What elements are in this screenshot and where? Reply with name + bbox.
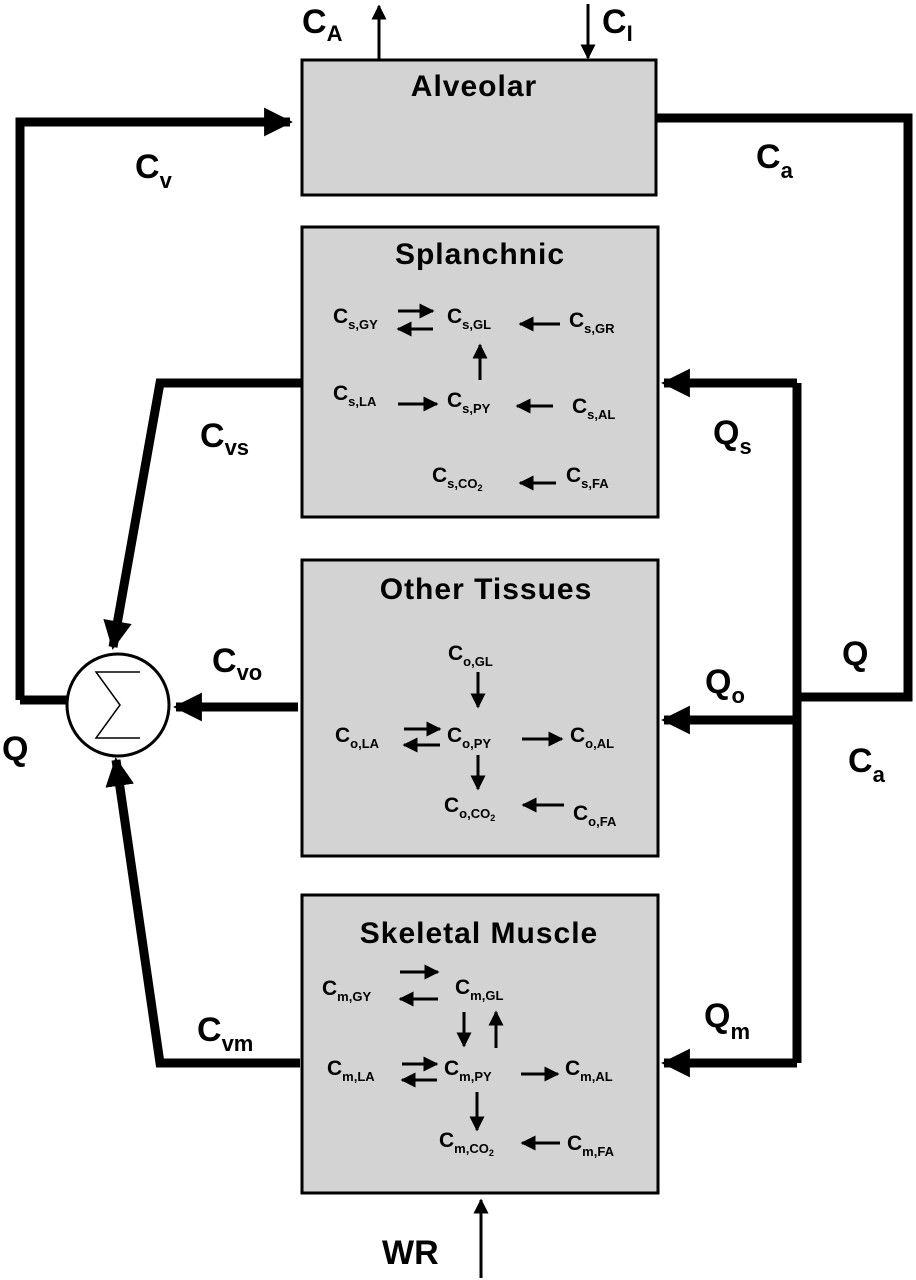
arterial-line	[655, 113, 913, 702]
species-s-al: Cs,AL	[572, 395, 615, 422]
species-o-al: Co,AL	[570, 724, 614, 751]
species-m-al: Cm,AL	[565, 1057, 613, 1084]
label-c-vm: Cvm	[197, 1011, 253, 1056]
other-tissues-title: Other Tissues	[380, 573, 593, 606]
species-m-gy: Cm,GY	[322, 977, 371, 1004]
label-work-rate: WR	[382, 1234, 439, 1272]
species-s-gl: Cs,GL	[447, 305, 491, 332]
summation-sigma-icon	[94, 671, 140, 739]
species-s-la: Cs,LA	[333, 382, 377, 409]
label-q-s: Qs	[713, 414, 752, 459]
skeletal-muscle-title: Skeletal Muscle	[360, 917, 598, 950]
species-s-py: Cs,PY	[447, 389, 491, 416]
skeletal-muscle-compartment: Skeletal Muscle Cm,GY Cm,GL Cm,LA Cm,PY …	[300, 893, 660, 1195]
splanchnic-reaction-arrows	[396, 303, 560, 491]
venous-return-line	[15, 107, 293, 700]
label-q-total-left: Q	[2, 730, 28, 768]
muscle-venous-line	[105, 757, 300, 1068]
label-c-arterial-top: Ca	[756, 138, 794, 183]
other-tissues-compartment: Other Tissues Co,GL Co,LA Co,PY Co,AL Co…	[300, 558, 660, 858]
circulation-wires	[15, 107, 913, 1078]
species-s-gy: Cs,GY	[333, 305, 378, 332]
other-tissues-reaction-arrows	[402, 672, 564, 813]
species-m-co2: Cm,CO2	[439, 1129, 494, 1158]
label-c-arterial-bottom: Ca	[848, 742, 886, 787]
species-s-co2: Cs,CO2	[432, 464, 483, 493]
skeletal-muscle-reaction-arrows	[398, 964, 560, 1151]
label-q-total-right: Q	[842, 635, 868, 673]
label-c-inspired: CI	[602, 3, 633, 46]
label-q-m: Qm	[704, 997, 750, 1044]
species-s-fa: Cs,FA	[566, 464, 609, 491]
alveolar-title: Alveolar	[411, 70, 537, 103]
species-o-gl: Co,GL	[448, 642, 493, 669]
mixing-node	[65, 652, 171, 758]
label-c-vo: Cvo	[212, 642, 262, 685]
species-o-la: Co,LA	[335, 724, 380, 751]
species-m-gl: Cm,GL	[455, 976, 503, 1003]
label-q-o: Qo	[705, 663, 745, 708]
label-c-alveolar: CA	[302, 3, 343, 46]
splanchnic-title: Splanchnic	[395, 238, 565, 271]
label-c-venous: Cv	[135, 148, 173, 193]
splanchnic-compartment: Splanchnic Cs,GY Cs,GL Cs,GR Cs,LA Cs,PY…	[300, 225, 660, 519]
species-s-gr: Cs,GR	[569, 309, 615, 336]
species-o-fa: Co,FA	[573, 802, 617, 829]
splanchnic-venous-line	[103, 378, 302, 650]
species-m-la: Cm,LA	[327, 1057, 375, 1084]
species-m-fa: Cm,FA	[567, 1132, 615, 1159]
alveolar-compartment: Alveolar	[300, 58, 658, 197]
species-o-py: Co,PY	[447, 724, 491, 751]
species-o-co2: Co,CO2	[444, 794, 495, 823]
species-m-py: Cm,PY	[444, 1057, 492, 1084]
label-c-vs: Cvs	[200, 417, 249, 460]
